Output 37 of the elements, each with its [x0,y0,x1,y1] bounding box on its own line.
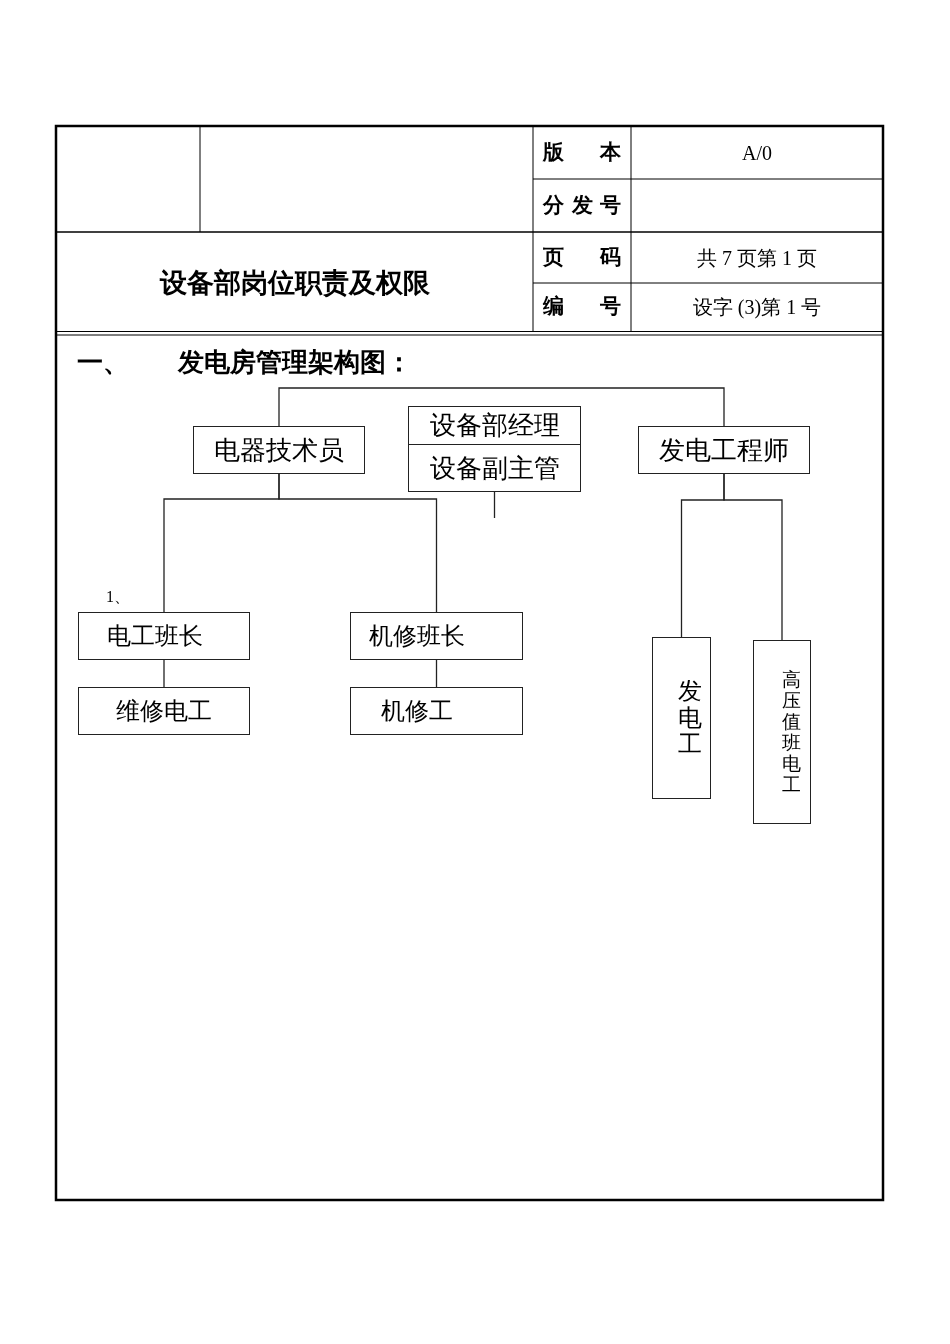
field-value: 设字 (3)第 1 号 [692,295,822,319]
connector-line [435,659,438,688]
field-value: A/0 [742,140,772,165]
org-box [78,687,250,735]
role-title: 设备部经理 [429,411,560,440]
role-title: 维修电工 [116,697,212,725]
role-title: 设备副主管 [429,453,560,483]
connector-line [163,659,165,688]
field-value: 共 7 页第 1 页 [697,245,817,270]
role-title: 发电工 [678,678,702,758]
field-label: 编号 [542,294,622,320]
org-box [753,640,811,824]
role-title: 电工班长 [107,622,203,650]
connector-line [493,491,496,519]
org-box [408,444,581,492]
role-title: 发电工程师 [659,435,789,465]
role-title: 机修工 [381,697,453,725]
org-box [638,426,810,474]
org-box [408,406,581,445]
org-box [652,637,711,799]
role-title: 机修班长 [369,622,465,650]
document-title: 设备部岗位职责及权限 [159,266,430,300]
org-box [193,426,365,474]
list-number: 1、 [106,586,130,607]
field-label: 版本 [542,139,622,166]
org-box [350,687,523,735]
role-title: 电器技术员 [214,435,344,465]
connector-line [278,387,725,427]
org-box [78,612,250,660]
section-heading: 发电房管理架构图： [178,346,412,379]
field-label: 页码 [542,244,622,271]
role-title: 高压值班电工 [782,669,801,795]
connector-line [723,473,783,641]
field-label: 分发号 [541,192,622,219]
org-box [350,612,523,660]
section-number: 一、 [77,346,129,379]
connector-line [278,473,438,613]
